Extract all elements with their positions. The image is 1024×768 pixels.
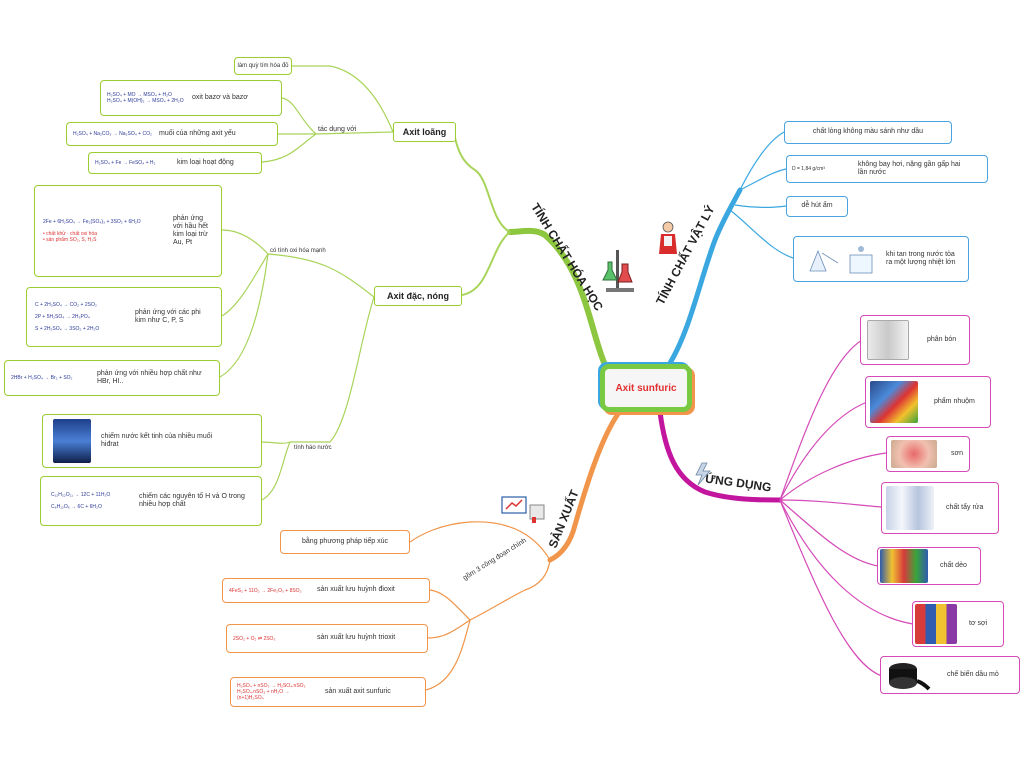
- node-metals-label: phản ứng với hầu hết kim loại trừ Au, Pt: [173, 214, 208, 247]
- node-hygroscopic-label: dễ hút ẩm: [801, 202, 833, 210]
- node-fiber-label: tơ sợi: [969, 619, 988, 627]
- node-liquid-label: chất lỏng không màu sánh như dầu: [812, 128, 924, 136]
- node-detergent-label: chất tẩy rửa: [946, 503, 984, 511]
- detergent-image: [886, 486, 934, 530]
- node-so2-label: sản xuất lưu huỳnh đioxit: [317, 586, 395, 594]
- node-non-volatile-label: không bay hơi, nặng gần gấp hai lần nước: [858, 160, 961, 176]
- label-reacts-with: tác dụng với: [318, 126, 357, 133]
- node-fertilizer-label: phân bón: [927, 335, 957, 343]
- dilution-diagram: [809, 246, 873, 274]
- node-hygroscopic[interactable]: dễ hút ẩm: [786, 196, 848, 217]
- node-h-o-elements-label: chiếm các nguyên tố H và O trong nhiều h…: [139, 492, 245, 508]
- node-so3[interactable]: 2SO₂ + O₂ ⇄ 2SO₃ sản xuất lưu huỳnh trio…: [226, 624, 428, 653]
- oil-barrel-image: [889, 663, 931, 691]
- node-fiber[interactable]: tơ sợi: [912, 601, 1004, 647]
- node-weak-acid-salt[interactable]: H₂SO₄ + Na₂CO₃ → Na₂SO₄ + CO₂ muối của n…: [66, 122, 278, 146]
- formula-density: D = 1,84 g/cm³: [792, 166, 825, 172]
- central-topic-label: Axit sunfuric: [615, 382, 677, 394]
- fiber-image: [915, 604, 957, 644]
- node-active-metal[interactable]: H₂SO₄ + Fe → FeSO₄ + H₂ kim loại hoạt độ…: [88, 152, 262, 174]
- node-oil-refining-label: chế biến dầu mỏ: [947, 670, 999, 678]
- node-compounds[interactable]: 2HBr + H₂SO₄ → Br₂ + SO₂ phản ứng với nh…: [4, 360, 220, 396]
- label-hygroscopic: tính háo nước: [294, 445, 332, 451]
- node-litmus[interactable]: làm quỳ tím hóa đỏ: [234, 57, 292, 75]
- node-dilute-acid-label: Axit loãng: [402, 127, 447, 137]
- formula-so3: 2SO₂ + O₂ ⇄ 2SO₃: [233, 635, 276, 642]
- lightning-icon: [695, 462, 711, 486]
- plastic-image: [880, 549, 928, 583]
- node-dye-label: phẩm nhuộm: [934, 397, 975, 405]
- fertilizer-image: [867, 320, 909, 360]
- formula-so2: 4FeS₂ + 11O₂ → 2Fe₂O₃ + 8SO₂: [229, 587, 302, 594]
- node-nonmetals-label: phản ứng với các phi kim như C, P, S: [135, 308, 201, 324]
- hydrate-image: [53, 419, 91, 463]
- formula-compounds: 2HBr + H₂SO₄ → Br₂ + SO₂: [11, 375, 73, 381]
- formula-weak-acid-salt: H₂SO₄ + Na₂CO₃ → Na₂SO₄ + CO₂: [73, 131, 152, 137]
- label-strong-oxidizer: có tính oxi hóa mạnh: [270, 248, 326, 254]
- node-weak-acid-salt-label: muối của những axit yếu: [159, 129, 236, 137]
- node-metals[interactable]: 2Fe + 6H₂SO₄ → Fe₂(SO₄)₃ + 3SO₂ + 6H₂O• …: [34, 185, 222, 277]
- chemist-icon: [659, 221, 677, 254]
- node-plastic-label: chất dẻo: [940, 561, 967, 569]
- node-liquid[interactable]: chất lỏng không màu sánh như dầu: [784, 121, 952, 144]
- central-topic[interactable]: Axit sunfuric: [600, 364, 692, 412]
- node-dilute-acid[interactable]: Axit loãng: [393, 122, 456, 142]
- node-fertilizer[interactable]: phân bón: [860, 315, 970, 365]
- node-litmus-label: làm quỳ tím hóa đỏ: [237, 62, 289, 69]
- node-contact-method-label: bằng phương pháp tiếp xúc: [302, 537, 388, 545]
- node-dissolve-heat[interactable]: khi tan trong nước tỏa ra một lượng nhiệ…: [793, 236, 969, 282]
- node-non-volatile[interactable]: D = 1,84 g/cm³ không bay hơi, nặng gần g…: [786, 155, 988, 183]
- node-plastic[interactable]: chất dẻo: [877, 547, 981, 585]
- node-hydrate-label: chiếm nước kết tinh của nhiều muối hiđra…: [101, 432, 213, 448]
- node-concentrated-acid-label: Axit đặc, nóng: [386, 291, 449, 301]
- lab-flask-icon: [602, 250, 634, 292]
- node-dissolve-heat-label: khi tan trong nước tỏa ra một lượng nhiệ…: [886, 250, 956, 266]
- node-so3-label: sản xuất lưu huỳnh trioxit: [317, 634, 396, 642]
- node-so2[interactable]: 4FeS₂ + 11O₂ → 2Fe₂O₃ + 8SO₂ sản xuất lư…: [222, 578, 430, 603]
- node-paint[interactable]: sơn: [886, 436, 970, 472]
- node-contact-method[interactable]: bằng phương pháp tiếp xúc: [280, 530, 410, 554]
- node-sulfuric-acid-label: sản xuất axit sunfuric: [325, 687, 391, 695]
- formula-metals: 2Fe + 6H₂SO₄ → Fe₂(SO₄)₃ + 3SO₂ + 6H₂O• …: [43, 219, 141, 243]
- node-active-metal-label: kim loại hoạt động: [177, 158, 234, 166]
- node-compounds-label: phản ứng với nhiều hợp chất như HBr, HI.…: [97, 369, 202, 385]
- node-paint-label: sơn: [951, 449, 963, 457]
- factory-icon: [501, 496, 545, 523]
- node-oil-refining[interactable]: chế biến dầu mỏ: [880, 656, 1020, 694]
- dye-image: [870, 381, 918, 423]
- node-basic-oxide-label: oxit bazơ và bazơ: [192, 93, 248, 101]
- node-detergent[interactable]: chất tẩy rửa: [881, 482, 999, 534]
- node-dye[interactable]: phẩm nhuộm: [865, 376, 991, 428]
- node-hydrate[interactable]: chiếm nước kết tinh của nhiều muối hiđra…: [42, 414, 262, 468]
- node-concentrated-acid[interactable]: Axit đặc, nóng: [374, 286, 462, 306]
- paint-image: [891, 440, 937, 468]
- formula-active-metal: H₂SO₄ + Fe → FeSO₄ + H₂: [95, 160, 156, 166]
